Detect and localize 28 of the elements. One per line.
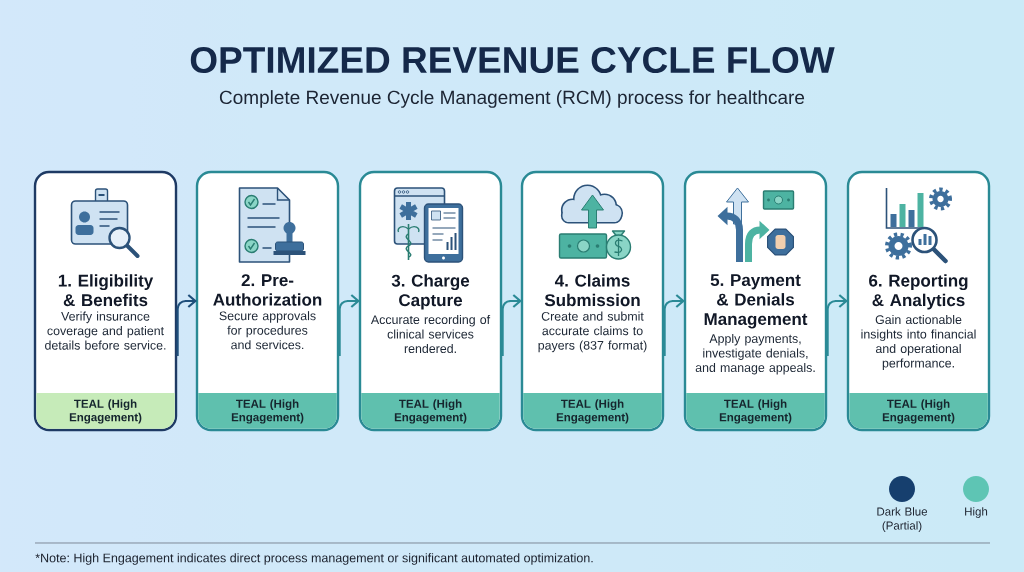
- step-title: 5. Payment & Denials Management: [704, 274, 808, 329]
- legend-label: Dark Blue (Partial): [877, 507, 928, 532]
- step-description: Create and submit accurate claims to payers (837 format): [538, 311, 647, 353]
- step-title: 6. Reporting & Analytics: [869, 274, 968, 310]
- step-title: 4. Claims Submission: [544, 274, 640, 307]
- step-title: 2. Pre-Authorization: [213, 274, 322, 306]
- title: OPTIMIZED REVENUE CYCLE FLOW: [190, 46, 835, 74]
- step-description: Verify insurance coverage and patient details before service.: [45, 311, 166, 350]
- arrow: [338, 294, 360, 356]
- arrow: [501, 294, 522, 356]
- step-description: Accurate recording of clinical services rendered.: [370, 314, 491, 354]
- engagement-band: TEAL (High Engagement): [849, 393, 988, 429]
- engagement-band: TEAL (High Engagement): [198, 393, 337, 429]
- step-description: Apply payments, investigate denials, and manage appeals.: [695, 333, 815, 375]
- arrow: [663, 294, 685, 356]
- engagement-band: TEAL (High Engagement): [361, 393, 500, 429]
- arrow: [176, 294, 197, 356]
- step-description: Secure approvals for procedures and services.: [219, 311, 316, 350]
- engagement-band: TEAL (High Engagement): [686, 393, 825, 429]
- subtitle: Complete Revenue Cycle Management (RCM) process for healthcare: [219, 90, 805, 108]
- legend-label: High: [965, 507, 988, 518]
- step-title: 3. Charge Capture: [391, 274, 470, 310]
- step-title: 1. Eligibility & Benefits: [58, 274, 154, 307]
- step-description: Gain actionable insights into financial and operational performance.: [861, 314, 976, 370]
- footnote-text: *Note: High Engagement indicates direct process management or significant automated optimization.: [35, 553, 593, 565]
- engagement-band: TEAL (High Engagement): [523, 393, 662, 429]
- engagement-band: TEAL (High Engagement): [36, 393, 175, 429]
- arrow: [826, 294, 848, 356]
